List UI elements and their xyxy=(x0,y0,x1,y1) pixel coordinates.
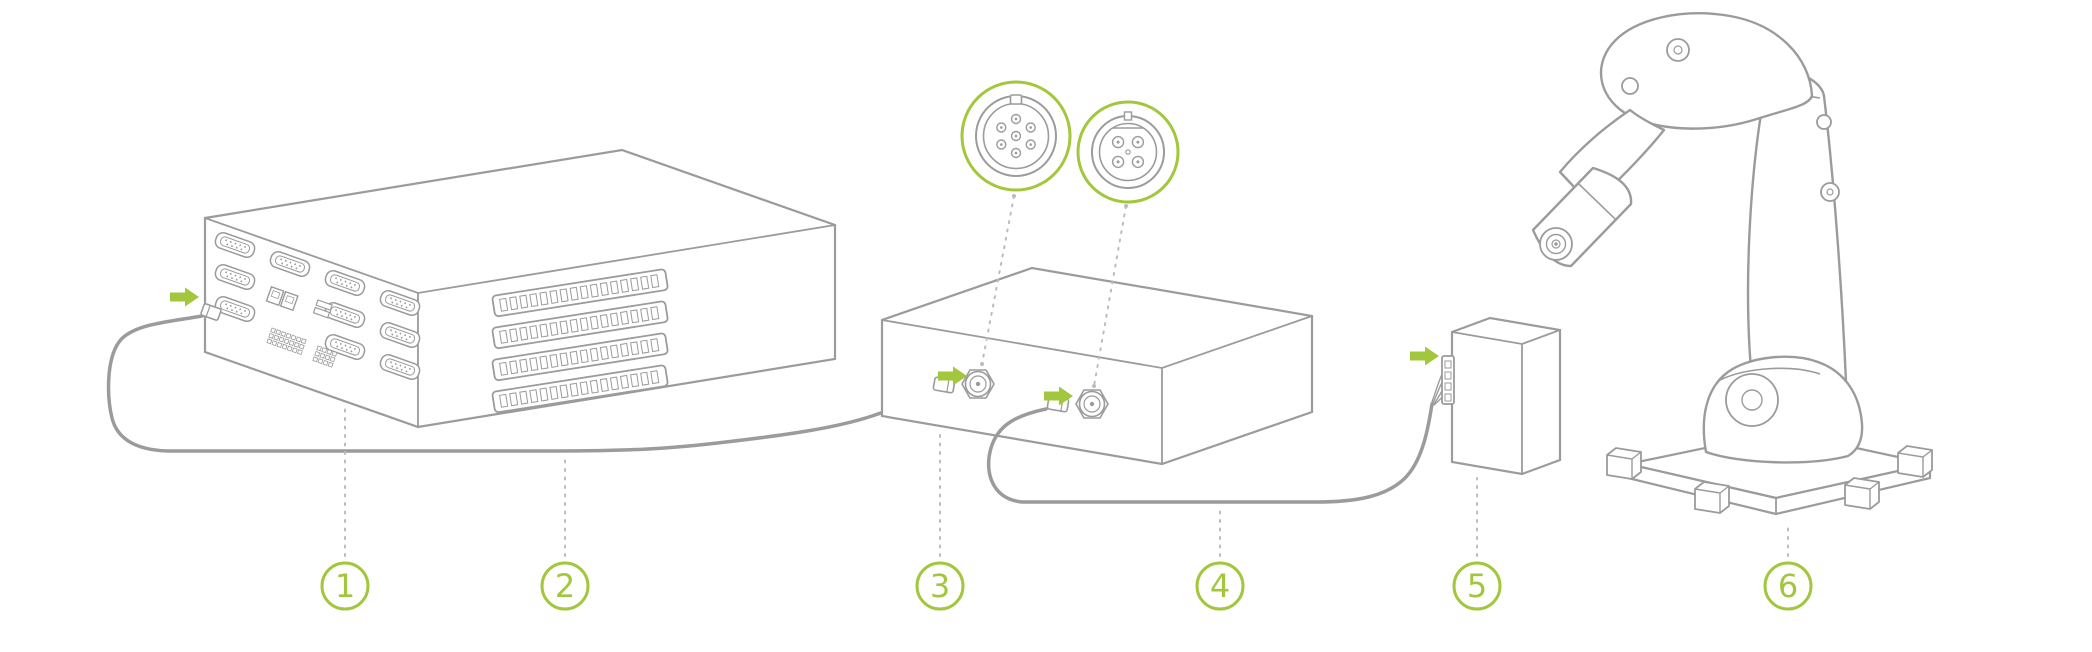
circular-connector-b xyxy=(1075,389,1109,419)
robot-turret xyxy=(1702,355,1864,464)
keyway-notch xyxy=(1123,111,1133,121)
industrial-pc xyxy=(203,148,837,429)
callout-number: 5 xyxy=(1467,567,1487,605)
io-connector-block xyxy=(1441,316,1562,476)
detail-leader-line-a xyxy=(981,195,1015,365)
connector-detail-b xyxy=(1076,100,1180,204)
usb-ports xyxy=(312,299,333,319)
connector-pins xyxy=(996,113,1036,159)
circular-connector-a xyxy=(961,369,995,399)
callout-number: 1 xyxy=(335,567,355,605)
connection-arrow-icon-block xyxy=(1410,346,1439,366)
callout-number: 2 xyxy=(555,567,575,605)
robot-arm xyxy=(1531,12,1933,516)
callout-5: 5 xyxy=(1452,561,1502,611)
mounting-foot xyxy=(1897,445,1933,478)
ethernet-ports xyxy=(265,285,299,312)
keyway-notch xyxy=(1009,94,1023,105)
robot-elbow xyxy=(1599,12,1814,130)
connection-arrow-icon-pc xyxy=(170,287,199,307)
mounting-foot xyxy=(1606,447,1642,480)
callout-1: 1 xyxy=(320,561,370,611)
callout-number: 3 xyxy=(930,567,950,605)
connector-detail-a xyxy=(960,80,1072,192)
terminal-connector xyxy=(1441,355,1455,405)
robot-end-effector xyxy=(1531,166,1633,268)
mounting-foot xyxy=(1694,481,1730,514)
detail-leader-line-b xyxy=(1093,205,1127,387)
callout-number: 6 xyxy=(1778,567,1798,605)
callout-2: 2 xyxy=(540,561,590,611)
callout-6: 6 xyxy=(1763,561,1813,611)
callout-number: 4 xyxy=(1210,567,1230,605)
connector-pins xyxy=(1111,135,1145,169)
callout-4: 4 xyxy=(1195,561,1245,611)
cable-plug xyxy=(200,303,222,321)
callout-3: 3 xyxy=(915,561,965,611)
mounting-foot xyxy=(1844,477,1880,510)
cable-pc-to-interface-box xyxy=(106,303,936,453)
